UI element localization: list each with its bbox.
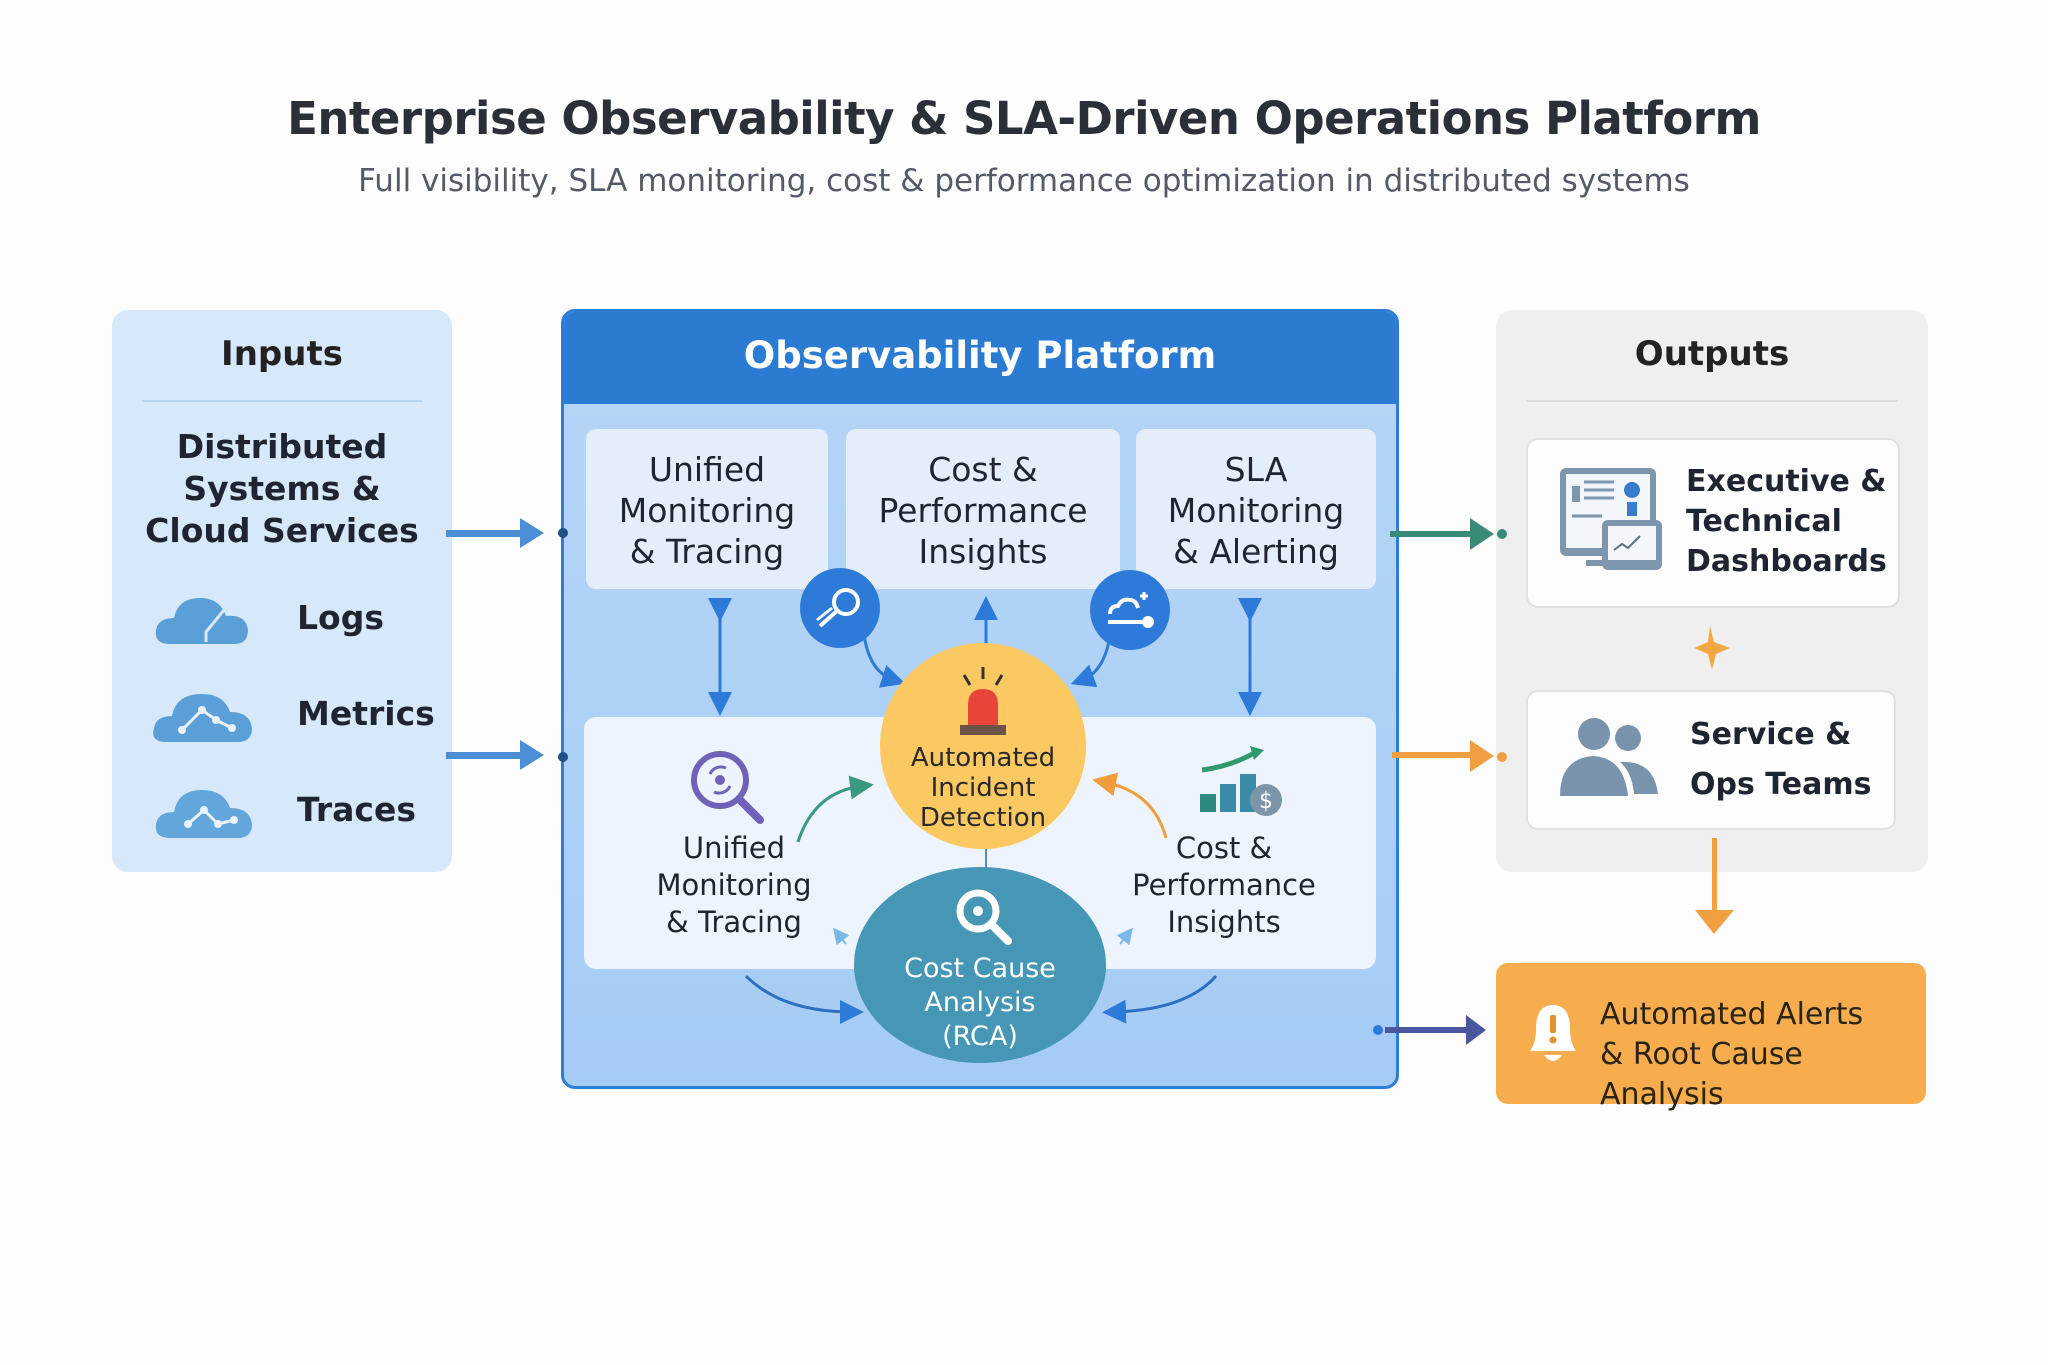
arrow-small bbox=[1116, 927, 1133, 946]
arrow-small bbox=[833, 927, 850, 946]
siren-icon bbox=[960, 667, 1006, 735]
cloud-traces-icon bbox=[155, 790, 252, 838]
source-line: Cloud Services bbox=[145, 511, 419, 550]
diagram-subtitle: Full visibility, SLA monitoring, cost & … bbox=[358, 163, 1690, 199]
input-item-traces: Traces bbox=[152, 776, 452, 846]
module-line: Unified bbox=[682, 831, 786, 865]
alerts-output[interactable]: Automated Alerts & Root Cause Analysis bbox=[1496, 963, 1926, 1112]
incident-line: Automated bbox=[910, 743, 1056, 773]
team-icon bbox=[1560, 718, 1658, 796]
magnifier-icon bbox=[956, 889, 1012, 945]
arrow-curve bbox=[744, 974, 864, 1024]
rca-line: (RCA) bbox=[942, 1021, 1018, 1052]
observability-platform: Observability Platform Unified Monitorin… bbox=[561, 309, 1399, 1089]
rca-line: Analysis bbox=[924, 987, 1036, 1018]
arrow-platform-to-teams bbox=[1392, 740, 1507, 772]
incident-line: Detection bbox=[919, 803, 1047, 833]
arrow-curve bbox=[862, 633, 906, 688]
module-sla-monitoring[interactable]: SLA Monitoring & Alerting bbox=[1136, 429, 1376, 589]
alerts-line: Automated Alerts bbox=[1600, 997, 1864, 1032]
svg-text:$: $ bbox=[1259, 789, 1273, 814]
module-line: SLA bbox=[1224, 450, 1288, 489]
module-line: Insights bbox=[1167, 905, 1281, 939]
rca-label: Cost Cause Analysis (RCA) bbox=[854, 952, 1106, 1054]
card-line: Technical bbox=[1686, 504, 1842, 539]
input-item-logs: Logs bbox=[152, 584, 452, 654]
arrow-input-to-platform bbox=[446, 518, 568, 548]
module-line: Unified bbox=[648, 450, 766, 489]
key-search-icon[interactable] bbox=[800, 568, 880, 648]
alerts-label: Automated Alerts & Root Cause Analysis bbox=[1600, 995, 1926, 1115]
left-module-label: Unified Monitoring & Tracing bbox=[624, 830, 844, 941]
module-line: Performance bbox=[1132, 868, 1316, 902]
module-line: Cost & bbox=[1175, 831, 1273, 865]
source-line: Systems & bbox=[183, 469, 381, 508]
source-line: Distributed bbox=[176, 427, 388, 466]
output-card-dashboards[interactable]: Executive & Technical Dashboards bbox=[1526, 438, 1900, 608]
cloud-sla-icon[interactable] bbox=[1090, 570, 1170, 650]
input-label: Logs bbox=[297, 598, 384, 637]
output-card-teams[interactable]: Service & Ops Teams bbox=[1526, 690, 1896, 830]
card-line: Service & bbox=[1690, 717, 1852, 752]
dashboard-icon bbox=[1560, 468, 1662, 570]
card-title: Executive & Technical Dashboards bbox=[1686, 462, 1887, 582]
arrow-input-to-platform bbox=[446, 740, 568, 770]
bell-alert-icon bbox=[1530, 1005, 1576, 1061]
outputs-divider bbox=[1526, 400, 1898, 402]
cloud-logs-icon bbox=[155, 598, 248, 644]
card-line: Dashboards bbox=[1686, 544, 1887, 579]
platform-heading: Observability Platform bbox=[743, 334, 1217, 377]
inputs-heading: Inputs bbox=[221, 334, 343, 374]
card-line: Executive & bbox=[1686, 464, 1887, 499]
incident-label: Automated Incident Detection bbox=[880, 743, 1086, 833]
inputs-panel: Inputs Distributed Systems & Cloud Servi… bbox=[112, 310, 452, 872]
module-line: Insights bbox=[918, 532, 1048, 571]
input-label: Metrics bbox=[297, 694, 435, 733]
arrow-curve-orange bbox=[1092, 772, 1168, 839]
cloud-metrics-icon bbox=[153, 694, 252, 742]
module-line: & Tracing bbox=[666, 905, 802, 939]
inputs-source: Distributed Systems & Cloud Services bbox=[112, 426, 452, 552]
module-line: Cost & bbox=[928, 450, 1038, 489]
alerts-line: & Root Cause Analysis bbox=[1600, 1037, 1803, 1112]
module-line: Monitoring bbox=[1167, 491, 1345, 530]
platform-arrows bbox=[708, 596, 1262, 1024]
inputs-divider bbox=[142, 400, 422, 402]
module-line: & Tracing bbox=[629, 532, 785, 571]
growth-cost-icon: $ bbox=[1200, 746, 1282, 816]
right-module-label: Cost & Performance Insights bbox=[1104, 830, 1344, 941]
target-magnifier-icon bbox=[691, 751, 764, 824]
rca-node[interactable]: Cost Cause Analysis (RCA) bbox=[854, 867, 1106, 1063]
platform-header: Observability Platform bbox=[564, 312, 1396, 404]
module-line: Monitoring bbox=[656, 868, 812, 902]
card-title: Service & Ops Teams bbox=[1690, 710, 1871, 810]
lightning-icon bbox=[1694, 626, 1730, 670]
module-line: Performance bbox=[878, 491, 1088, 530]
module-line: & Alerting bbox=[1173, 532, 1339, 571]
arrow-curve-green bbox=[796, 775, 874, 843]
module-unified-monitoring[interactable]: Unified Monitoring & Tracing bbox=[586, 429, 828, 589]
rca-line: Cost Cause bbox=[904, 953, 1056, 984]
incident-detection-node[interactable]: Automated Incident Detection bbox=[880, 643, 1086, 849]
outputs-heading: Outputs bbox=[1634, 334, 1790, 374]
input-item-metrics: Metrics bbox=[152, 680, 452, 750]
incident-line: Incident bbox=[930, 773, 1036, 803]
input-label: Traces bbox=[297, 790, 417, 829]
module-cost-performance[interactable]: Cost & Performance Insights bbox=[846, 429, 1120, 589]
module-line: Monitoring bbox=[618, 491, 796, 530]
card-line: Ops Teams bbox=[1690, 767, 1872, 802]
outputs-panel: Outputs Executive & Technical Dashboards bbox=[1496, 310, 1928, 872]
diagram-title: Enterprise Observability & SLA-Driven Op… bbox=[287, 92, 1761, 145]
arrow-curve bbox=[1102, 975, 1218, 1024]
arrow-platform-to-dashboards bbox=[1390, 518, 1507, 550]
